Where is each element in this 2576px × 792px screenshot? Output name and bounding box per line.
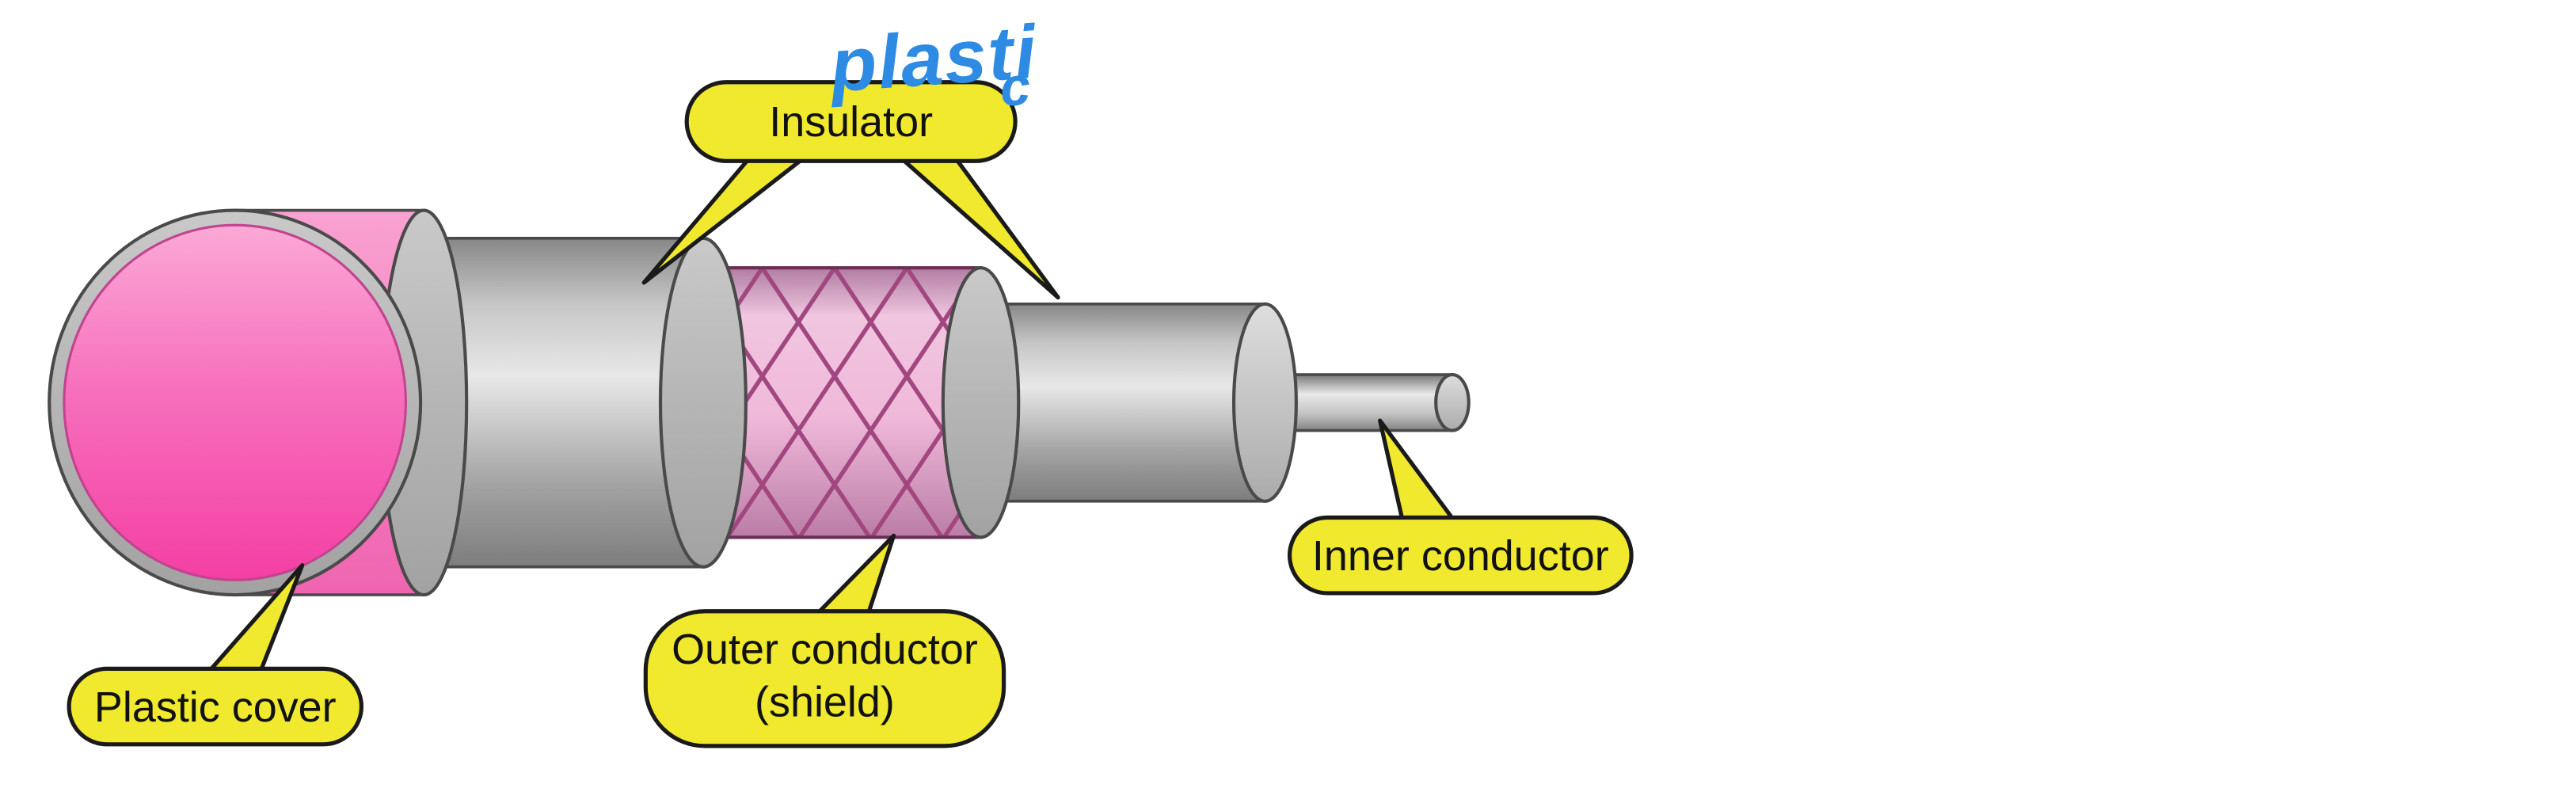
inner-conductor-callout: Inner conductor — [1287, 418, 1634, 596]
plastic-cover-face — [63, 223, 407, 581]
inner-conductor-tip — [1434, 372, 1471, 432]
outer-conductor-label-line1: Outer conductor — [672, 626, 978, 673]
shield-mesh-cap — [941, 266, 1021, 539]
outer-conductor-label-line2: (shield) — [755, 679, 895, 726]
insulator-front-cap — [658, 236, 748, 569]
handwritten-plastic-tail: c — [998, 55, 1033, 118]
inner-conductor-bubble — [1287, 515, 1634, 596]
insulator-rear-cap — [1231, 302, 1298, 503]
handwritten-plastic-annotation: plasti c — [825, 10, 1041, 118]
insulator-bubble — [684, 80, 1018, 163]
outer-conductor-callout: Outer conductor (shield) — [643, 533, 1006, 748]
insulator-callout: Insulator — [641, 80, 1060, 300]
inner-conductor-label: Inner conductor — [1312, 532, 1609, 580]
plastic-cover-cylinder — [48, 208, 469, 597]
plastic-cover-bubble — [67, 666, 364, 747]
plastic-cover-label: Plastic cover — [94, 683, 337, 731]
insulator-label: Insulator — [769, 98, 933, 146]
plastic-cover-callout: Plastic cover — [67, 563, 364, 747]
outer-conductor-bubble — [643, 609, 1006, 748]
insulator-rear-section — [976, 302, 1298, 503]
handwritten-plastic-main: plasti — [825, 10, 1041, 109]
insulator-rear-body — [976, 303, 1267, 503]
